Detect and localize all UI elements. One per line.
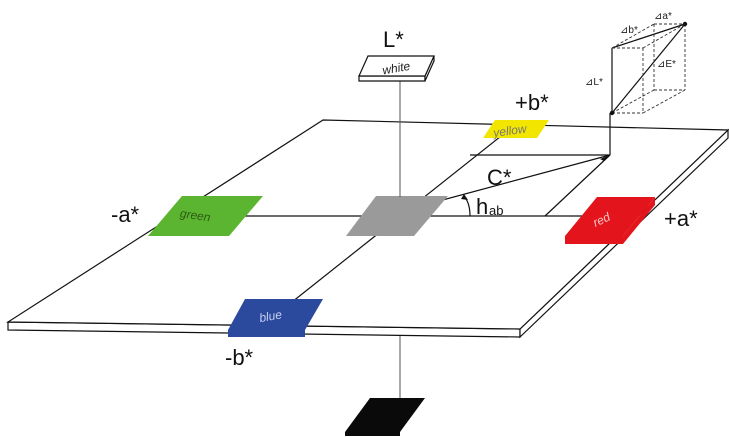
- delta-a-label: ⊿a*: [654, 11, 672, 22]
- delta-E-label: ⊿E*: [657, 59, 676, 70]
- red-patch-edge: [623, 197, 655, 244]
- plus-a-axis-label: +a*: [664, 206, 698, 231]
- delta-b-label: ⊿b*: [620, 25, 638, 36]
- difference-start-point: [609, 110, 615, 116]
- gray-center-patch: [346, 196, 448, 236]
- blue-patch-label: blue: [258, 307, 283, 325]
- plus-b-axis-label: +b*: [515, 90, 549, 115]
- yellow-patch: [483, 120, 549, 138]
- hue-angle-subscript: ab: [489, 203, 503, 218]
- chroma-point: [600, 155, 610, 161]
- white-tile-edge: [358, 75, 426, 82]
- red-patch-label: red: [591, 210, 613, 230]
- lightness-axis-label: L*: [383, 27, 404, 52]
- difference-end-point: [682, 21, 688, 27]
- blue-patch-front: [228, 330, 305, 337]
- minus-b-axis-label: -b*: [225, 345, 254, 370]
- minus-a-axis-label: -a*: [111, 202, 140, 227]
- white-patch-label: white: [381, 59, 411, 78]
- white-tile: [358, 55, 435, 77]
- hue-arc-arrow: [461, 194, 468, 200]
- green-patch-label: green: [179, 206, 212, 224]
- delta-L-label: ⊿L*: [585, 77, 603, 88]
- black-tile-edge: [345, 432, 400, 436]
- red-patch: [565, 197, 655, 236]
- hue-angle-label: h: [476, 194, 488, 219]
- blue-patch: [228, 299, 323, 330]
- red-patch-front: [565, 236, 623, 244]
- green-patch: [148, 196, 263, 236]
- chroma-label: C*: [487, 165, 512, 190]
- chroma-a-projection: [544, 154, 611, 217]
- yellow-patch-label: yellow: [491, 121, 528, 140]
- difference-cube: [611, 23, 686, 114]
- black-tile: [345, 398, 425, 432]
